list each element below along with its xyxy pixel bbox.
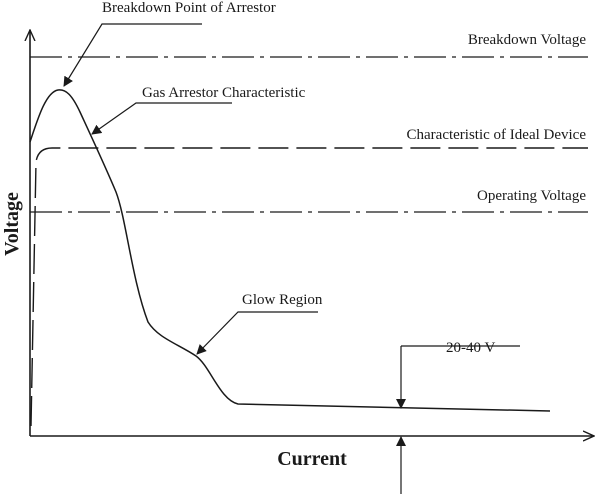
breakdown-point-label: Breakdown Point of Arrestor	[102, 0, 276, 16]
breakdown-point-leader	[63, 23, 202, 87]
glow-region-leader	[196, 311, 318, 355]
ideal-device-curve	[30, 147, 588, 427]
operating-voltage-label: Operating Voltage	[477, 188, 586, 204]
y-axis-title: Voltage	[1, 192, 23, 256]
arc-voltage-label: 20-40 V	[446, 340, 495, 356]
glow-region-label: Glow Region	[242, 292, 323, 308]
ideal-device-label: Characteristic of Ideal Device	[407, 127, 587, 143]
gas-arrestor-leader	[91, 102, 232, 135]
gas-arrestor-curve	[29, 89, 551, 412]
x-axis-title: Current	[277, 448, 347, 470]
breakdown-voltage-label: Breakdown Voltage	[468, 32, 587, 48]
gas-arrestor-label: Gas Arrestor Characteristic	[142, 85, 306, 101]
